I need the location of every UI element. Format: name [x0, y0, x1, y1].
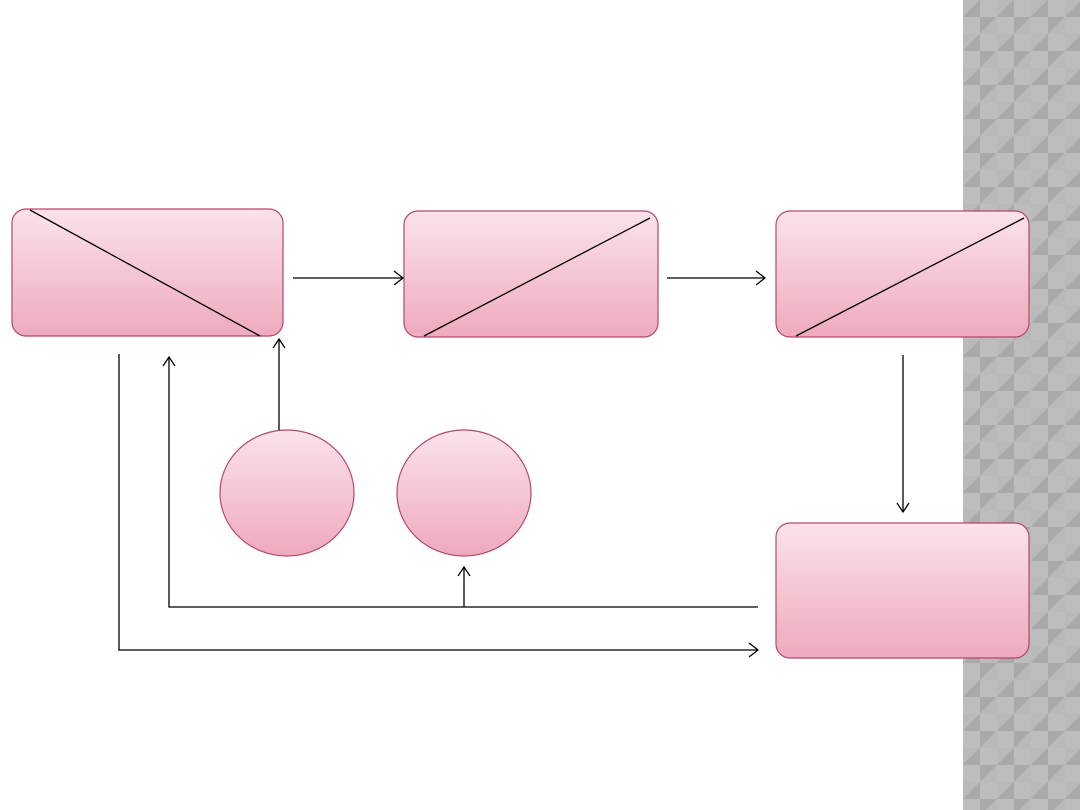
edge-circle1-box1	[272, 337, 286, 430]
box-2	[403, 210, 659, 338]
edge-box4-box1	[162, 355, 758, 608]
edge-box1-box4	[118, 354, 760, 658]
edge-box4-circle2	[457, 565, 471, 607]
edge-box1-box2	[293, 270, 405, 286]
side-pattern-panel	[963, 0, 1080, 810]
box-3	[775, 210, 1030, 338]
circle-2	[396, 429, 532, 557]
edge-box3-box4	[896, 355, 910, 514]
box-4	[775, 522, 1030, 659]
circle-1	[219, 429, 355, 557]
edge-box2-box3	[667, 270, 767, 286]
box-1	[11, 208, 284, 337]
